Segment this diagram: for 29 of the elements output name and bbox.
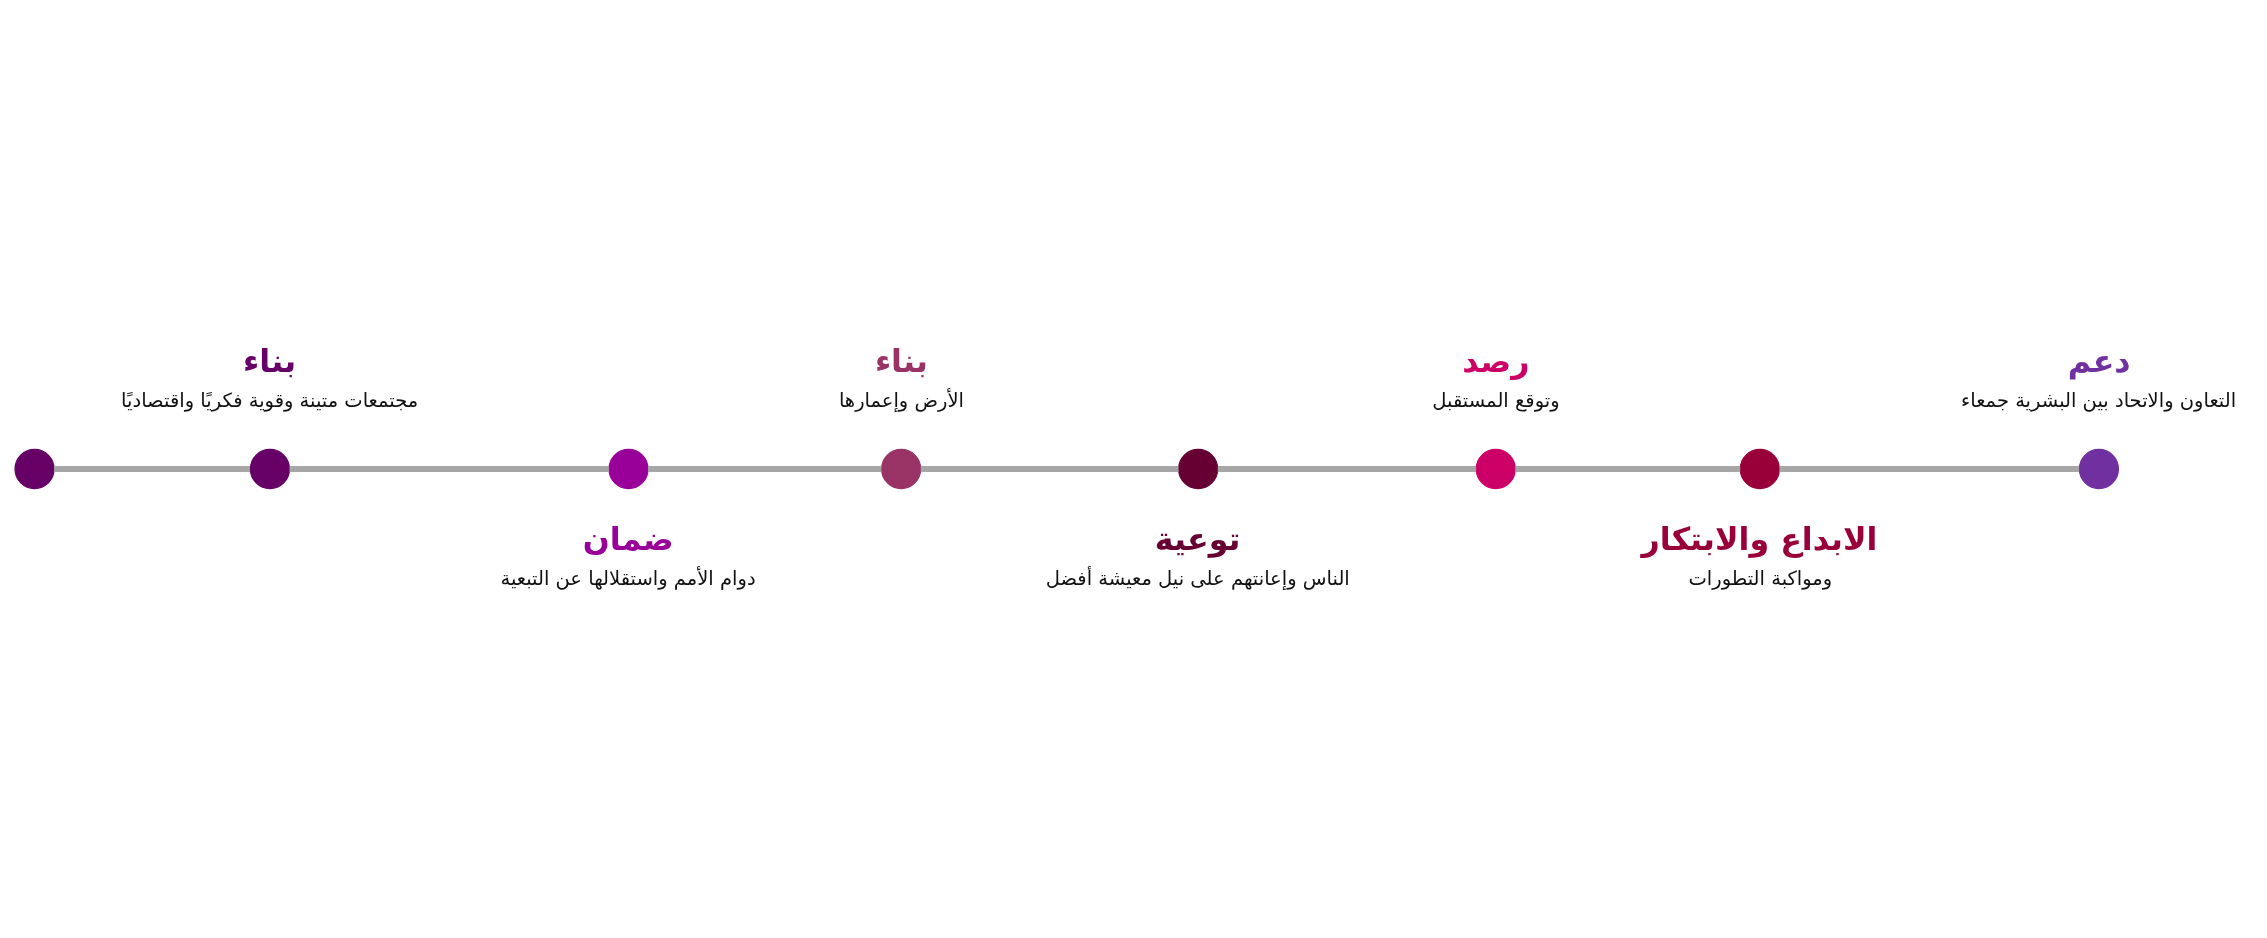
node-label: رصد xyxy=(1462,343,1530,380)
node-circle xyxy=(1178,448,1219,490)
node-circle xyxy=(249,448,291,490)
connector xyxy=(648,465,882,473)
node-circle xyxy=(14,448,55,490)
node-label: دعم xyxy=(2067,343,2131,380)
node-label: مجتمعات متينة وقوية فكريًا واقتصاديًا xyxy=(121,388,419,412)
node-label: الابداع والابتكار xyxy=(1641,521,1878,558)
node-label: التعاون والاتحاد بين البشرية جمعاء xyxy=(1961,388,2237,412)
node-circle xyxy=(1739,448,1780,490)
node-label: توعية xyxy=(1154,521,1241,558)
node-circle xyxy=(1475,448,1516,490)
connector xyxy=(1779,465,2080,473)
node-label: الأرض وإعمارها xyxy=(838,388,964,412)
node-label: دوام الأمم واستقلالها عن التبعية xyxy=(500,566,756,590)
node-circle xyxy=(881,448,922,490)
node-circle xyxy=(608,448,649,490)
node-label: ومواكبة التطورات xyxy=(1688,566,1833,590)
connector xyxy=(54,465,251,473)
connector xyxy=(1515,465,1741,473)
node-label: بناء xyxy=(874,343,928,380)
connector xyxy=(920,465,1179,473)
node-circle xyxy=(2078,448,2120,490)
node-label: وتوقع المستقبل xyxy=(1432,388,1560,412)
node-label: الناس وإعانتهم على نيل معيشة أفضل xyxy=(1045,566,1350,590)
connector xyxy=(289,465,609,473)
node-label: ضمان xyxy=(582,521,674,558)
connector xyxy=(1217,465,1477,473)
node-label: بناء xyxy=(243,343,297,380)
